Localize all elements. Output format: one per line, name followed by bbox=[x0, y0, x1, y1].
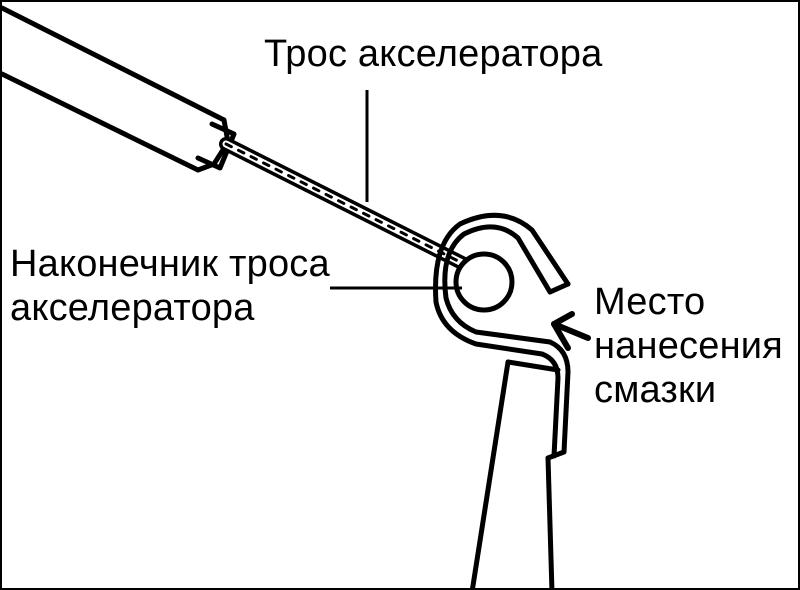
cable-tip-label-line2: акселератора bbox=[10, 287, 255, 329]
cable-label-text: Трос акселератора bbox=[264, 33, 603, 75]
lubrication-label-line2: нанесения bbox=[594, 325, 783, 367]
lubrication-label-line3: смазки bbox=[594, 369, 717, 411]
lubrication-point-label: Место нанесения смазки bbox=[594, 280, 783, 412]
cable-tip-label: Наконечник троса акселератора bbox=[10, 242, 330, 330]
lubrication-label-line1: Место bbox=[594, 281, 706, 323]
cable-sheath bbox=[2, 5, 237, 173]
pedal-arm bbox=[470, 339, 571, 588]
lubrication-arrow bbox=[551, 311, 591, 351]
cable-tip-label-line1: Наконечник троса bbox=[10, 243, 330, 285]
cable-tip-ball bbox=[453, 251, 515, 313]
inner-cable bbox=[219, 137, 479, 275]
pedal-hook bbox=[433, 212, 571, 357]
cable-label: Трос акселератора bbox=[264, 32, 602, 76]
